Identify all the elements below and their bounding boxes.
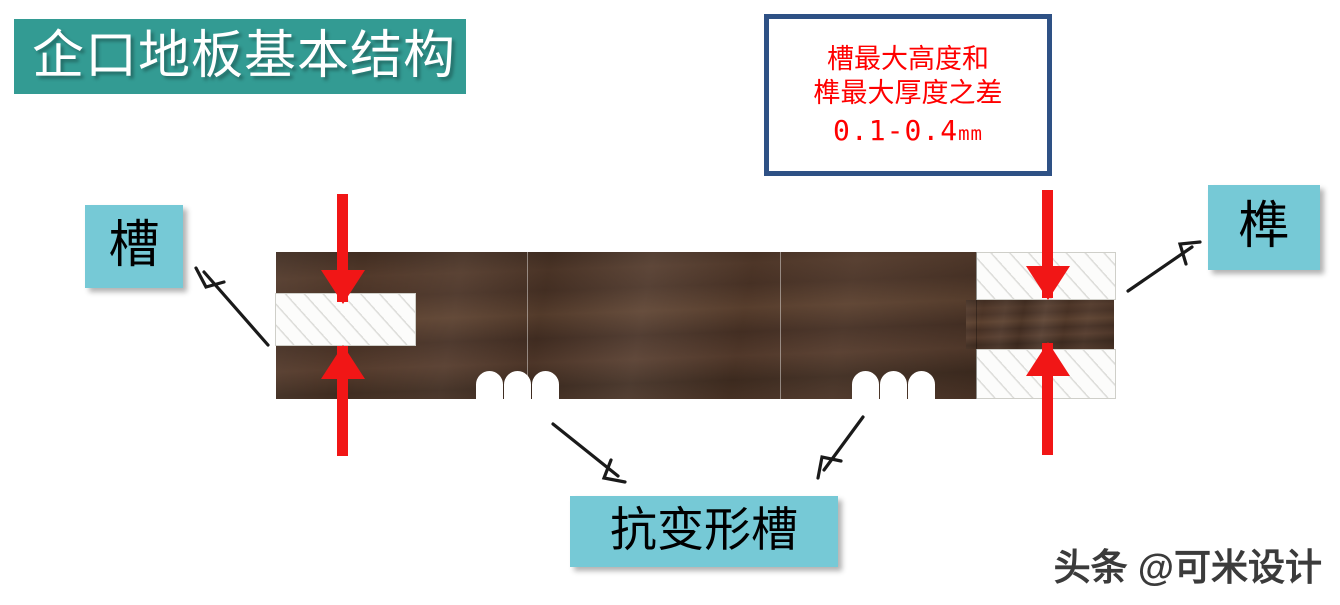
board-seam-line bbox=[780, 252, 781, 399]
anti-deform-notch bbox=[476, 371, 503, 399]
anti-deform-notch bbox=[504, 371, 531, 399]
red-arrow-groove-bottom-shaft bbox=[337, 346, 348, 456]
tenon-tongue bbox=[966, 300, 1114, 349]
board-body bbox=[276, 252, 976, 399]
pointer-arrow-antideform-right bbox=[822, 415, 865, 472]
red-arrow-groove-bottom-head bbox=[321, 345, 365, 379]
anti-deform-notch bbox=[852, 371, 879, 399]
anti-deform-notch bbox=[908, 371, 935, 399]
red-arrow-tenon-bottom-shaft bbox=[1042, 343, 1053, 455]
pointer-arrow-antideform-left bbox=[551, 422, 620, 478]
red-arrow-groove-top-head bbox=[321, 270, 365, 304]
label-anti-deform-groove: 抗变形槽 bbox=[570, 496, 838, 567]
pointer-arrow-antideform-right-head bbox=[816, 455, 843, 480]
pointer-arrow-tenon-head bbox=[1177, 240, 1202, 266]
watermark: 头条 @可米设计 bbox=[1053, 547, 1322, 588]
callout-value-number: 0.1-0.4 bbox=[833, 113, 959, 147]
page-title-banner: 企口地板基本结构 bbox=[14, 19, 466, 94]
pointer-arrow-antideform-left-head bbox=[601, 458, 627, 484]
floorboard-diagram bbox=[275, 252, 1116, 399]
callout-line-1: 槽最大高度和 bbox=[827, 43, 989, 74]
pointer-arrow-groove bbox=[202, 270, 270, 347]
callout-value-unit: mm bbox=[958, 122, 983, 145]
board-seam-line bbox=[976, 252, 977, 399]
groove-notch bbox=[275, 293, 416, 346]
red-arrow-groove-top-shaft bbox=[337, 194, 348, 302]
tolerance-callout-box: 槽最大高度和 榫最大厚度之差 0.1-0.4mm bbox=[764, 14, 1052, 176]
pointer-arrow-groove-head bbox=[194, 266, 226, 289]
anti-deform-notch bbox=[880, 371, 907, 399]
red-arrow-tenon-bottom-head bbox=[1026, 342, 1070, 376]
label-groove: 槽 bbox=[85, 205, 183, 288]
callout-value: 0.1-0.4mm bbox=[833, 113, 983, 149]
pointer-arrow-tenon bbox=[1126, 245, 1194, 293]
label-tenon: 榫 bbox=[1208, 185, 1320, 270]
board-seam-line bbox=[527, 252, 528, 399]
page-title: 企口地板基本结构 bbox=[32, 27, 457, 85]
red-arrow-tenon-top-head bbox=[1026, 266, 1070, 300]
anti-deform-notch bbox=[532, 371, 559, 399]
callout-line-2: 榫最大厚度之差 bbox=[813, 78, 1003, 109]
red-arrow-tenon-top-shaft bbox=[1042, 190, 1053, 298]
